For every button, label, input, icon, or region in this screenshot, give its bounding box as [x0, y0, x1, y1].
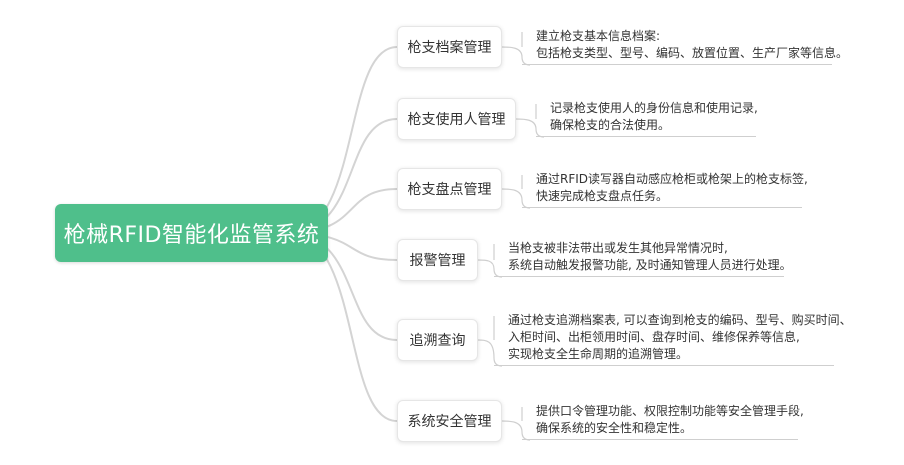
desc-system-security: 提供口令管理功能、权限控制功能等安全管理手段, 确保系统的安全性和稳定性。: [522, 403, 804, 440]
desc-line: 快速完成枪支盘点任务。: [536, 189, 669, 203]
branch-gun-inventory[interactable]: 枪支盘点管理: [397, 168, 502, 210]
desc-line: 通过枪支追溯档案表, 可以查询到枪支的编码、型号、购买时间、: [508, 313, 852, 327]
desc-line: 提供口令管理功能、权限控制功能等安全管理手段,: [536, 404, 804, 418]
branch-label: 追溯查询: [409, 333, 466, 349]
desc-line: 入柜时间、出柜领用时间、盘存时间、维修保养等信息,: [508, 330, 800, 344]
desc-gun-archive: 建立枪支基本信息档案: 包括枪支类型、型号、编码、放置位置、生产厂家等信息。: [522, 28, 849, 65]
desc-line: 确保枪支的合法使用。: [550, 118, 671, 132]
desc-line: 记录枪支使用人的身份信息和使用记录,: [550, 101, 758, 115]
desc-trace-query: 通过枪支追溯档案表, 可以查询到枪支的编码、型号、购买时间、 入柜时间、出柜领用…: [494, 312, 852, 366]
branch-label: 枪支使用人管理: [407, 112, 506, 128]
desc-line: 确保系统的安全性和稳定性。: [536, 421, 693, 435]
desc-gun-inventory: 通过RFID读写器自动感应枪柜或枪架上的枪支标签, 快速完成枪支盘点任务。: [522, 171, 808, 208]
root-topic-label: 枪械RFID智能化监管系统: [63, 223, 320, 248]
branch-label: 枪支档案管理: [407, 40, 492, 56]
branch-gun-user[interactable]: 枪支使用人管理: [397, 98, 516, 140]
branch-trace-query[interactable]: 追溯查询: [397, 319, 478, 361]
desc-line: 实现枪支全生命周期的追溯管理。: [508, 347, 689, 361]
branch-system-security[interactable]: 系统安全管理: [397, 400, 502, 442]
desc-line: 系统自动触发报警功能, 及时通知管理人员进行处理。: [508, 258, 792, 272]
desc-line: 当枪支被非法带出或发生其他异常情况时,: [508, 241, 728, 255]
branch-alarm[interactable]: 报警管理: [397, 239, 478, 281]
desc-line: 建立枪支基本信息档案:: [536, 29, 661, 43]
desc-line: 包括枪支类型、型号、编码、放置位置、生产厂家等信息。: [536, 46, 849, 60]
desc-alarm: 当枪支被非法带出或发生其他异常情况时, 系统自动触发报警功能, 及时通知管理人员…: [494, 240, 792, 277]
desc-gun-user: 记录枪支使用人的身份信息和使用记录, 确保枪支的合法使用。: [536, 100, 758, 137]
desc-line: 通过RFID读写器自动感应枪柜或枪架上的枪支标签,: [536, 172, 808, 186]
branch-label: 系统安全管理: [407, 414, 492, 430]
root-topic[interactable]: 枪械RFID智能化监管系统: [55, 204, 328, 262]
branch-label: 枪支盘点管理: [407, 182, 492, 198]
branch-label: 报警管理: [409, 253, 466, 269]
branch-gun-archive[interactable]: 枪支档案管理: [397, 26, 502, 68]
